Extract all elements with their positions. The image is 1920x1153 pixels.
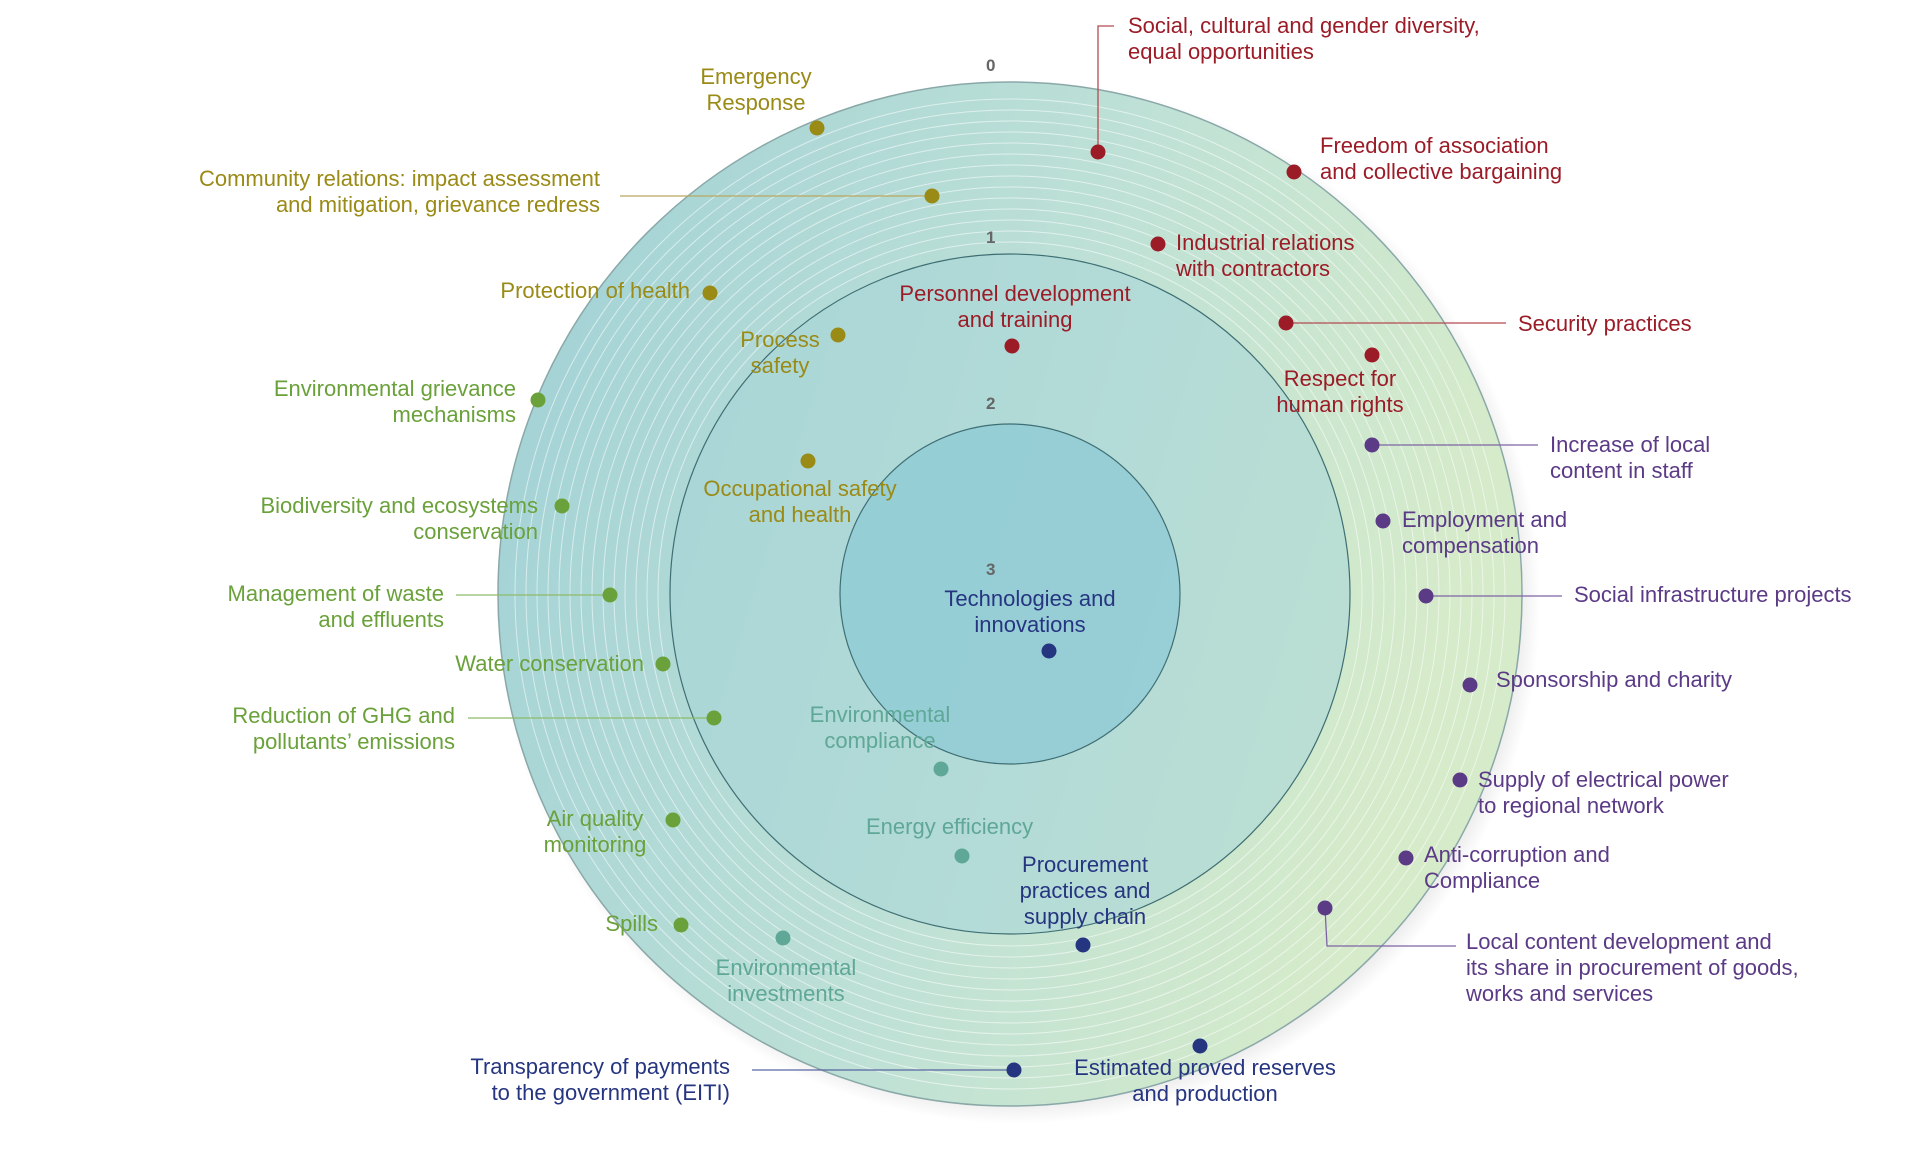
label-water: Water conservation (455, 651, 644, 676)
dot-personnel-development (1004, 338, 1020, 354)
label-sponsorship: Sponsorship and charity (1496, 667, 1733, 692)
outer-ring-line (514, 98, 1506, 1090)
outer-ring-line (580, 164, 1440, 1024)
label-ghg: Reduction of GHG and pollutants’ emissio… (232, 703, 455, 754)
ring-number-1: 1 (986, 228, 996, 247)
dot-energy-efficiency (954, 848, 970, 864)
dot-anti-corruption (1398, 850, 1414, 866)
dot-social-infrastructure (1418, 588, 1434, 604)
dot-sponsorship (1462, 677, 1478, 693)
label-human-rights: Respect for human rights (1276, 366, 1404, 417)
label-waste: Management of waste and effluents (227, 581, 444, 632)
label-env-compliance: Environmental compliance (809, 702, 951, 753)
label-technologies: Technologies and innovations (944, 586, 1116, 637)
outer-ring-line (635, 219, 1385, 969)
label-spills: Spills (605, 911, 658, 936)
label-air-quality: Air quality monitoring (543, 806, 647, 857)
label-reserves: Estimated proved reserves and production (1074, 1055, 1336, 1106)
leader-lines (456, 25, 1562, 1071)
dot-air-quality (665, 812, 681, 828)
label-energy-efficiency: Energy efficiency (866, 814, 1034, 839)
outer-ring-line (569, 153, 1451, 1035)
ring-number-2: 2 (986, 394, 996, 413)
dot-process-safety (830, 327, 846, 343)
label-process-safety: Process safety (740, 327, 820, 378)
outer-ring-line (646, 230, 1374, 958)
label-industrial-relations: Industrial relations with contractors (1176, 230, 1355, 281)
outer-ring-line (558, 142, 1462, 1046)
label-freedom-association: Freedom of association and collective ba… (1320, 133, 1563, 184)
dot-freedom-association (1286, 164, 1302, 180)
label-env-investments: Environmental investments (715, 955, 857, 1006)
dot-human-rights (1364, 347, 1380, 363)
label-occupational-safety: Occupational safety and health (703, 476, 897, 527)
dot-transparency (1006, 1062, 1022, 1078)
outer-ring-line (657, 241, 1363, 947)
label-local-content-procurement: Local content development and its share … (1466, 929, 1799, 1006)
dot-local-content-staff (1364, 437, 1380, 453)
dot-emergency-response (809, 120, 825, 136)
dot-water (655, 656, 671, 672)
outer-ring-line (547, 131, 1473, 1057)
dot-ghg (706, 710, 722, 726)
label-transparency: Transparency of payments to the governme… (470, 1054, 730, 1105)
dot-industrial-relations (1150, 236, 1166, 252)
dot-env-investments (775, 930, 791, 946)
label-personnel-development: Personnel development and training (899, 281, 1131, 332)
label-employment: Employment and compensation (1402, 507, 1568, 558)
dot-electrical-power (1452, 772, 1468, 788)
dot-waste (602, 587, 618, 603)
dot-occupational-safety (800, 453, 816, 469)
dot-reserves (1192, 1038, 1208, 1054)
dot-social-diversity (1090, 144, 1106, 160)
dot-technologies (1041, 643, 1057, 659)
dot-biodiversity (554, 498, 570, 514)
label-procurement: Procurement practices and supply chain (1019, 852, 1151, 929)
dot-procurement (1075, 937, 1091, 953)
dot-employment (1375, 513, 1391, 529)
label-env-grievance: Environmental grievance mechanisms (273, 376, 516, 427)
leader-local-content-procurement (1324, 907, 1456, 947)
label-security-practices: Security practices (1518, 311, 1692, 336)
label-electrical-power: Supply of electrical power to regional n… (1478, 767, 1729, 818)
dot-env-compliance (933, 761, 949, 777)
outer-ring-line (525, 109, 1495, 1079)
leader-social-diversity (1097, 25, 1114, 152)
label-social-infrastructure: Social infrastructure projects (1574, 582, 1852, 607)
dot-local-content-procurement (1317, 900, 1333, 916)
ring-number-3: 3 (986, 560, 996, 579)
outer-ring-line (624, 208, 1396, 980)
dot-community-relations (924, 188, 940, 204)
label-local-content-staff: Increase of local content in staff (1550, 432, 1711, 483)
label-biodiversity: Biodiversity and ecosystems conservation (260, 493, 538, 544)
label-anti-corruption: Anti-corruption and Compliance (1424, 842, 1610, 893)
dot-protection-health (702, 285, 718, 301)
dot-security-practices (1278, 315, 1294, 331)
ring-number-0: 0 (986, 56, 996, 75)
label-community-relations: Community relations: impact assessment a… (198, 166, 600, 217)
dots (530, 120, 1478, 1078)
label-protection-health: Protection of health (500, 278, 690, 303)
inner-circle (839, 423, 1181, 765)
label-social-diversity: Social, cultural and gender diversity, e… (1128, 13, 1480, 64)
dot-spills (673, 917, 689, 933)
dot-env-grievance (530, 392, 546, 408)
label-emergency-response: Emergency Response (700, 64, 812, 115)
